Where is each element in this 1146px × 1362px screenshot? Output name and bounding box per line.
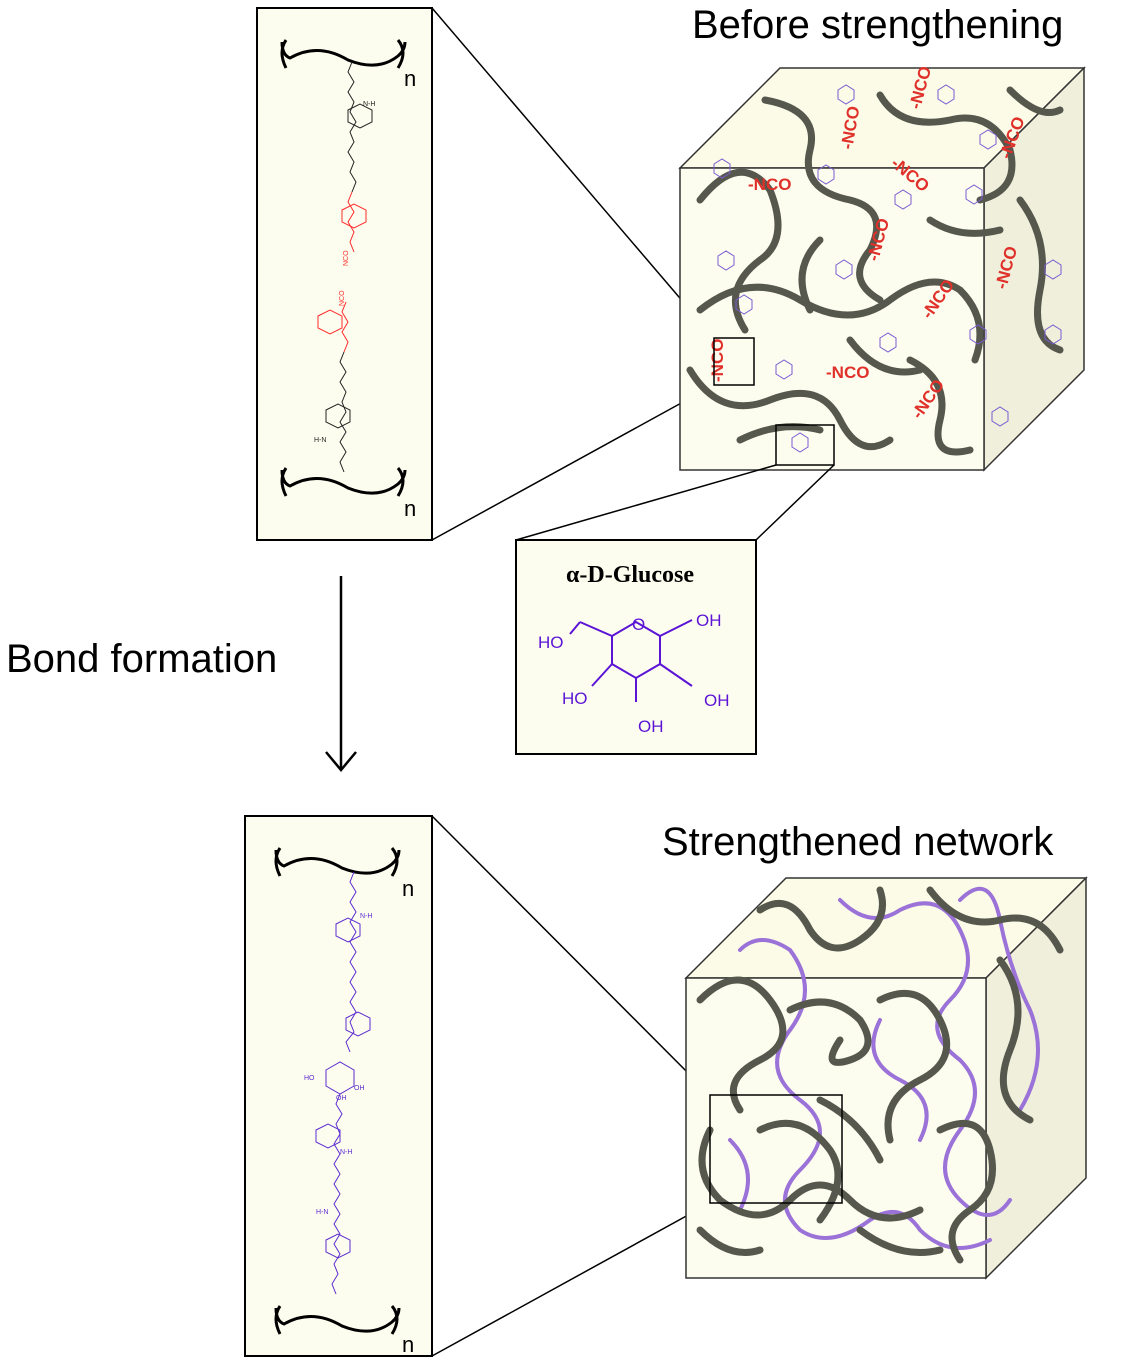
zoom-line-bottom-2 [431,1202,711,1357]
zoom-box-glucose [775,424,835,466]
title-before: Before strengthening [692,3,1063,47]
chem-oh-inline-1: OH [354,1085,365,1092]
subscript-n-top-2: n [404,496,416,521]
chem-nh-2: N-H [360,913,372,920]
subscript-n-bottom-2: n [402,1332,414,1357]
chem-ho-inline: HO [304,1075,315,1082]
label-bond-formation: Bond formation [6,637,277,681]
title-after: Strengthened network [662,820,1054,864]
zoom-line-glucose-2 [755,464,835,541]
glucose-oh-1: OH [696,611,722,630]
nco-label-11: -NCO [708,339,727,382]
zoom-box-network [709,1094,843,1204]
zoom-line-top-1 [431,7,715,339]
nco-label-2: -NCO [826,363,869,382]
chem-nh-1: N-H [363,101,375,108]
polymer-chain-panel-top: n N-H NCO NCO H-N n [256,7,433,541]
zoom-line-bottom-1 [431,815,711,1096]
chem-nh-3: N-H [340,1149,352,1156]
nco-label-1: -NCO [748,175,791,194]
glucose-ho-2: HO [562,689,588,708]
chem-hn-1: H-N [314,437,326,444]
network-cube-after [684,876,1088,1280]
zoom-line-glucose-1 [515,464,777,541]
glucose-oh-2: OH [704,691,730,710]
polymer-chain-panel-bottom: n N-H HO OH OH N-H H-N n [244,815,433,1357]
glucose-oh-3: OH [638,717,664,736]
chem-nco-red-1: NCO [343,250,350,266]
subscript-n-bottom-1: n [402,876,414,901]
glucose-panel: α-D-Glucose O HO OH HO OH OH [515,539,757,755]
chem-oh-inline-2: OH [336,1095,347,1102]
zoom-line-top-2 [431,384,715,541]
chem-hn-2: H-N [316,1209,328,1216]
zoom-box-nco [713,337,755,386]
network-cube-before: -NCO -NCO -NCO -NCO -NCO -NCO -NCO -NCO … [678,64,1086,472]
glucose-ring-o: O [632,615,645,634]
chem-nco-red-2: NCO [339,290,346,306]
subscript-n-top-1: n [404,66,416,91]
bond-formation-arrow [325,576,357,772]
glucose-ho-1: HO [538,633,564,652]
glucose-title: α-D-Glucose [566,562,694,588]
